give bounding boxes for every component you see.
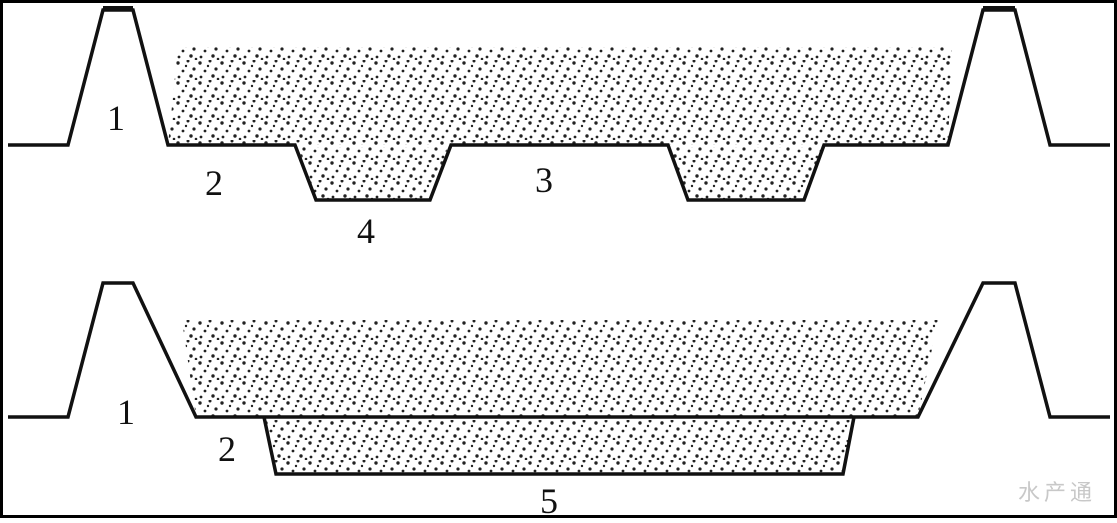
top-panel: 1 2 3 4 bbox=[8, 6, 1110, 251]
top-trench-left-fill bbox=[298, 147, 448, 200]
bottom-label-trench: 5 bbox=[540, 481, 558, 518]
top-label-trench: 4 bbox=[357, 211, 375, 251]
top-water-body bbox=[168, 47, 952, 145]
top-label-platform: 2 bbox=[205, 163, 223, 203]
top-trench-right-fill bbox=[670, 147, 822, 200]
top-label-middle: 3 bbox=[535, 160, 553, 200]
top-right-dike-cap bbox=[983, 6, 1015, 11]
top-label-dike: 1 bbox=[107, 98, 125, 138]
bottom-trench-fill bbox=[266, 420, 852, 474]
bottom-water-body bbox=[182, 320, 938, 417]
bottom-profile-outline bbox=[8, 281, 1110, 419]
bottom-label-dike: 1 bbox=[117, 392, 135, 432]
bottom-panel: 1 2 5 bbox=[8, 281, 1110, 521]
bottom-label-platform: 2 bbox=[218, 429, 236, 469]
bottom-trench-outline bbox=[262, 416, 856, 476]
watermark-text: 水产通 bbox=[1018, 481, 1096, 506]
top-left-dike-cap bbox=[103, 6, 133, 11]
